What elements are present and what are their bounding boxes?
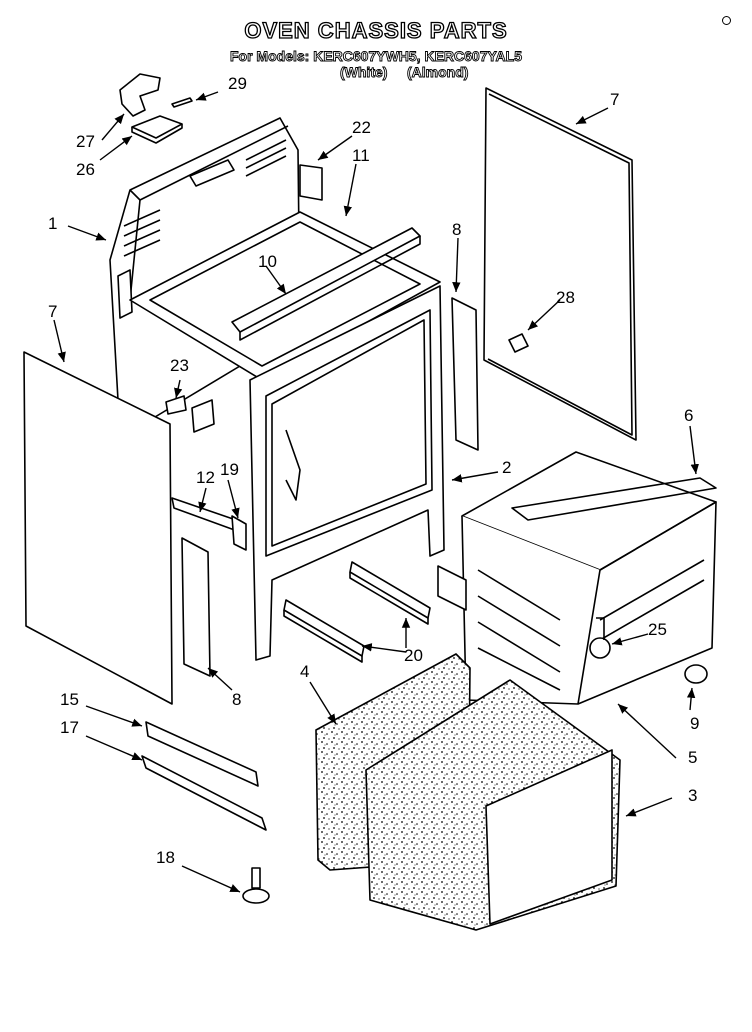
callout-6: 6 — [684, 406, 694, 425]
callout-27: 27 — [76, 132, 95, 151]
callout-15: 15 — [60, 690, 79, 709]
callout-28: 28 — [556, 288, 575, 307]
part-18-leveling-leg — [242, 867, 270, 904]
callout-25: 25 — [648, 620, 667, 639]
part-9-knob — [684, 664, 708, 684]
variant-white-label: (White) — [340, 64, 388, 81]
part-5-oven-cavity — [437, 451, 717, 705]
part-10-cross-bar — [231, 227, 421, 341]
part-23-clip — [165, 395, 215, 433]
callout-17: 17 — [60, 718, 79, 737]
part-8-bracket-right — [451, 297, 479, 451]
callout-18: 18 — [156, 848, 175, 867]
callout-11: 11 — [352, 146, 370, 165]
callout-12: 12 — [196, 468, 215, 487]
corner-registration-mark — [722, 16, 731, 25]
part-15-rail — [145, 721, 259, 787]
part-20-glide-right — [349, 561, 431, 625]
part-29-strip — [171, 97, 193, 108]
part-17-rail — [141, 755, 267, 831]
callout-4: 4 — [300, 662, 310, 681]
part-2-front-frame — [249, 285, 445, 661]
callout-2: 2 — [502, 458, 512, 477]
callout-8-right: 8 — [452, 220, 462, 239]
callout-10: 10 — [258, 252, 277, 271]
callout-7-right: 7 — [610, 90, 620, 109]
part-26-pad — [131, 115, 183, 144]
part-8-bracket-left — [181, 537, 211, 677]
part-7-right-panel — [483, 87, 637, 441]
callout-8-left: 8 — [232, 690, 242, 709]
page-title: OVEN CHASSIS PARTS — [244, 17, 508, 43]
callout-7-left: 7 — [48, 302, 58, 321]
callout-26: 26 — [76, 160, 95, 179]
callout-20: 20 — [404, 646, 423, 665]
part-6-rack-top — [511, 477, 717, 521]
part-19-clip — [231, 515, 247, 551]
callout-19: 19 — [220, 460, 239, 479]
callout-5: 5 — [688, 748, 698, 767]
part-3-insulation — [365, 679, 621, 931]
callout-9: 9 — [690, 714, 700, 733]
callout-29: 29 — [228, 74, 247, 93]
part-12-rail — [171, 497, 241, 533]
callout-22: 22 — [352, 118, 371, 137]
callout-1: 1 — [48, 214, 58, 233]
leader-lines — [53, 91, 699, 893]
callout-3: 3 — [688, 786, 698, 805]
models-line: For Models: KERC607YWH5, KERC607YAL5 — [229, 48, 523, 65]
part-27-bracket — [119, 73, 161, 117]
part-20-glide-left — [283, 599, 365, 663]
part-7-left-panel — [23, 351, 173, 705]
callout-23: 23 — [170, 356, 189, 375]
variant-almond-label: (Almond) — [407, 64, 469, 81]
